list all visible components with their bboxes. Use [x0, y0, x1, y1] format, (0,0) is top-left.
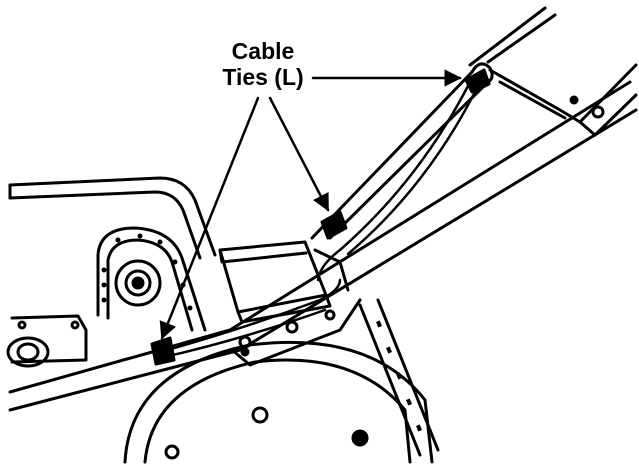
callout-leaders	[159, 69, 462, 340]
callout-line-1: Cable	[231, 38, 295, 64]
leader-arrow-middle	[268, 96, 330, 212]
upper-frame-corner	[468, 6, 638, 137]
side-bracket	[6, 314, 88, 368]
cable-harness	[158, 80, 480, 360]
cable-tie-middle	[320, 210, 348, 240]
junction-box	[218, 240, 350, 324]
cable-conduit	[310, 62, 494, 240]
housing-frame	[8, 176, 217, 260]
callout-line-2: Ties (L)	[222, 64, 304, 90]
main-frame-rail	[8, 80, 638, 412]
leader-arrow-lower	[159, 96, 260, 340]
cable-tie-upper	[464, 68, 491, 94]
perforated-plate	[358, 298, 440, 457]
cable-tie-lower	[150, 336, 176, 366]
pulley-assembly	[96, 226, 207, 332]
cable-ties-label: Cable Ties (L)	[203, 38, 323, 90]
